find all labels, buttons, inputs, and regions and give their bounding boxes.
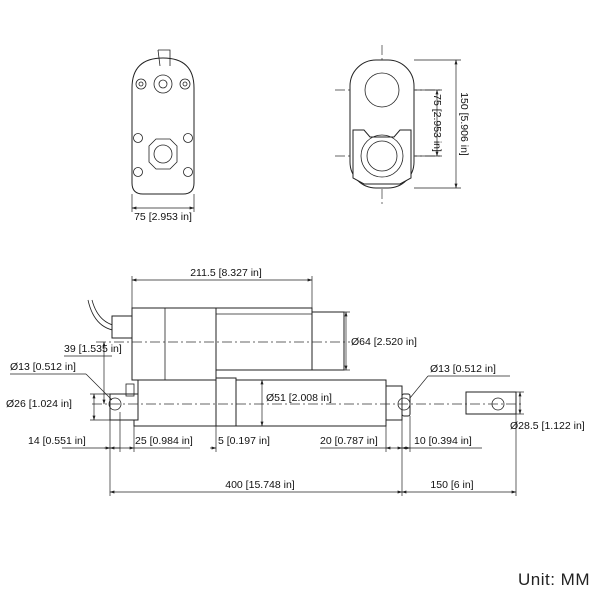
actuator-side-view: 211.5 [8.327 in] Ø64 [2.520 in] 39 [1.53… bbox=[6, 267, 585, 496]
rear-end-view: 75 [2.953 in] bbox=[131, 49, 195, 223]
side-pitch-label: 75 [2.953 in] bbox=[431, 94, 443, 152]
front-10-label: 10 [0.394 in] bbox=[414, 435, 472, 447]
top-width-label: 75 [2.953 in] bbox=[134, 211, 192, 223]
front-hole-label: Ø13 [0.512 in] bbox=[430, 363, 496, 375]
side-end-view: 75 [2.953 in] 150 [5.906 in] bbox=[335, 45, 470, 205]
rod-dia-label: Ø28.5 [1.122 in] bbox=[510, 420, 585, 432]
unit-label: Unit: MM bbox=[518, 570, 590, 589]
stroke-length-label: 150 [6 in] bbox=[430, 479, 473, 491]
front-20-label: 20 [0.787 in] bbox=[320, 435, 378, 447]
side-height-label: 150 [5.906 in] bbox=[458, 92, 470, 156]
retracted-length-label: 400 [15.748 in] bbox=[225, 479, 295, 491]
rear-hole-label: Ø13 [0.512 in] bbox=[10, 361, 76, 373]
rear-25-label: 25 [0.984 in] bbox=[135, 435, 193, 447]
motor-dia-label: Ø64 [2.520 in] bbox=[351, 336, 417, 348]
rear-clevis-label: Ø26 [1.024 in] bbox=[6, 398, 72, 410]
motor-length-label: 211.5 [8.327 in] bbox=[190, 267, 262, 279]
gap-5-label: 5 [0.197 in] bbox=[218, 435, 270, 447]
rear-14-label: 14 [0.551 in] bbox=[28, 435, 86, 447]
tube-dia-label: Ø51 [2.008 in] bbox=[266, 392, 332, 404]
offset-39-label: 39 [1.535 in] bbox=[64, 343, 122, 355]
